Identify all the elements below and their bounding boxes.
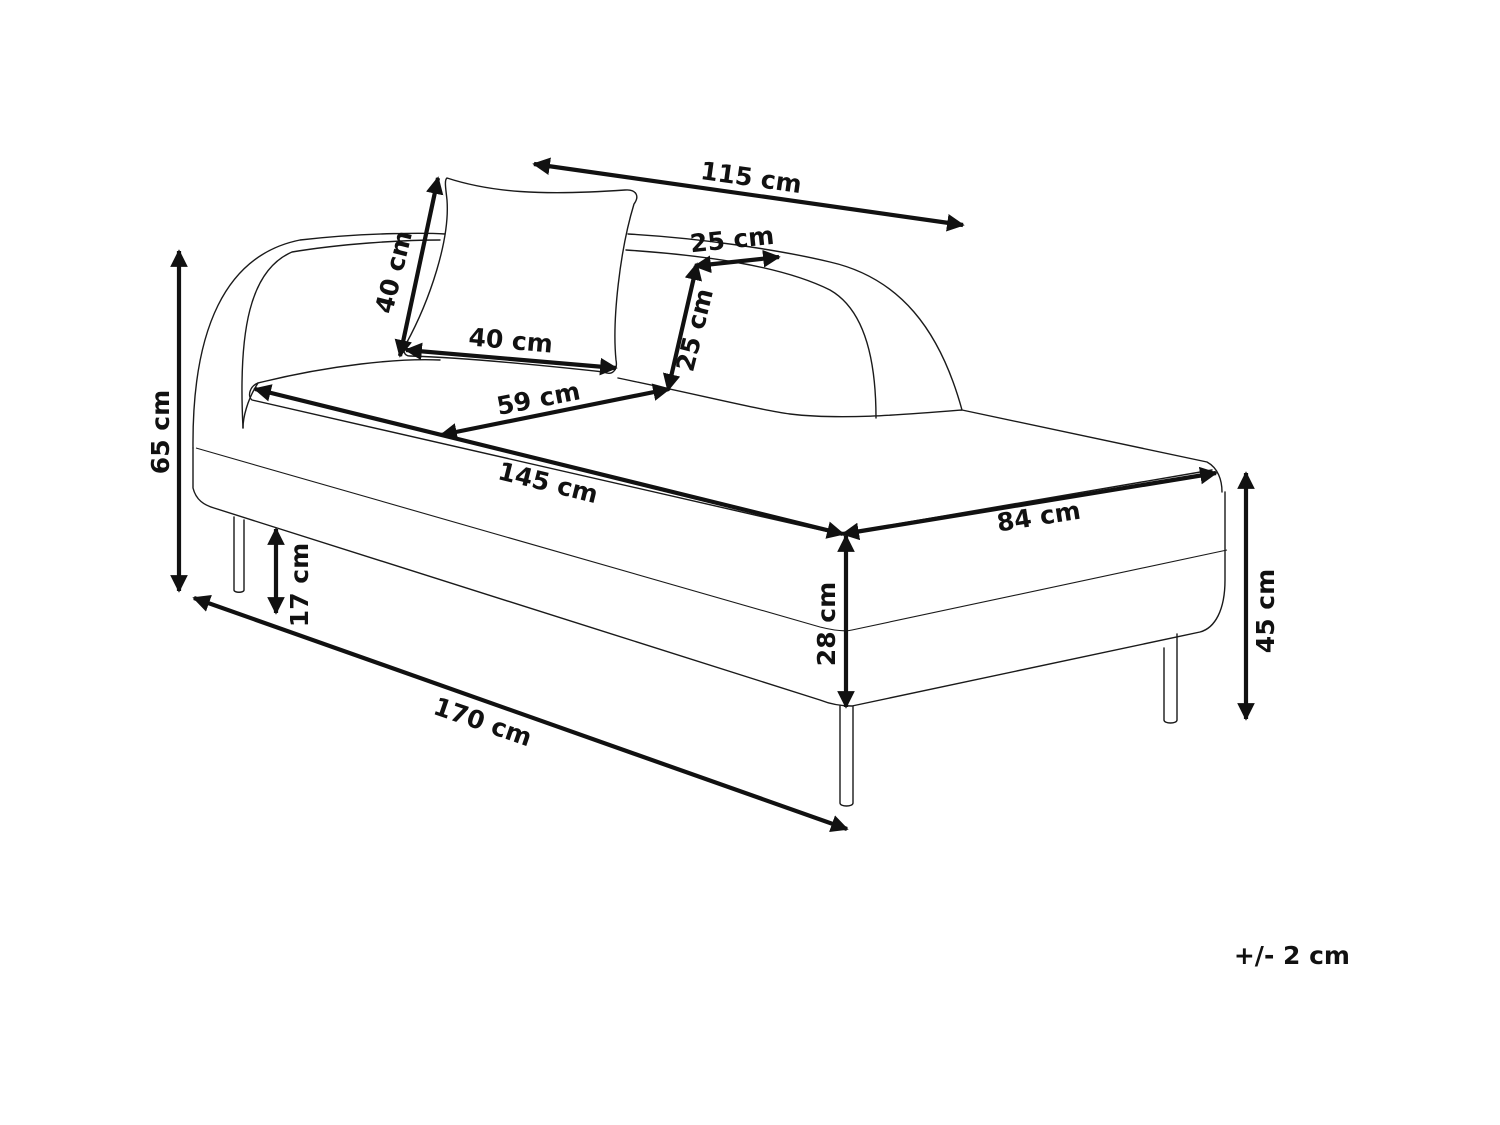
dim-line-backrest-depth [693, 249, 781, 274]
label-leg-height: 17 cm [285, 543, 314, 627]
dim-line-seat-length [253, 384, 845, 539]
dim-line-backrest-width [532, 157, 965, 232]
backrest-outline [192, 232, 963, 449]
label-total-height: 65 cm [146, 390, 175, 474]
base-front [192, 447, 1226, 707]
label-base-height: 28 cm [812, 582, 841, 666]
label-backrest-width: 115 cm [699, 156, 804, 199]
seat-front-edge [248, 382, 839, 535]
dimension-lines [170, 157, 1255, 833]
tolerance-note: +/- 2 cm [1234, 941, 1350, 970]
dim-line-backrest-height [662, 262, 703, 392]
dim-line-cushion-height [394, 176, 444, 358]
label-total-depth: 84 cm [995, 496, 1083, 538]
dim-line-total-length [192, 594, 849, 833]
leg-front-right [1163, 633, 1178, 724]
dim-line-cushion-width [404, 342, 618, 376]
label-seat-height: 45 cm [1251, 569, 1280, 653]
backrest-inner-curve [241, 239, 877, 429]
sofa-drawing [192, 177, 1228, 807]
base-seam [195, 447, 1228, 632]
leg-back-left [233, 516, 245, 593]
dimension-labels: 115 cm 40 cm 40 cm 25 cm 25 cm 59 cm 145… [146, 156, 1280, 752]
leg-front-middle [839, 705, 854, 807]
dim-line-total-depth [841, 466, 1218, 541]
label-seat-length: 145 cm [495, 456, 601, 509]
label-backrest-depth: 25 cm [689, 221, 776, 259]
label-cushion-width: 40 cm [467, 322, 554, 358]
label-backrest-height: 25 cm [670, 286, 719, 375]
